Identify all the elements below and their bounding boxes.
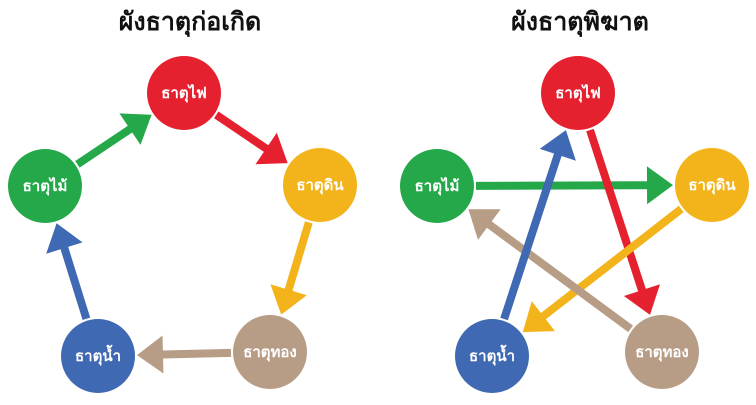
controlling-arrow-earth-to-water [522, 205, 684, 333]
generating-node-water-circle [61, 319, 135, 393]
generating-node-water-label: ธาตุน้ำ [75, 344, 121, 366]
generating-arrow-water-to-wood [46, 223, 91, 320]
generating-arrow-metal-to-water [137, 335, 232, 374]
generating-arrow-fire-to-earth [214, 111, 288, 165]
controlling-node-fire-label: ธาตุไฟ [555, 83, 600, 103]
generating-node-water: ธาตุน้ำ [61, 319, 135, 393]
controlling-node-metal-circle [625, 315, 699, 389]
controlling-node-metal-label: ธาตุทอง [635, 343, 689, 362]
generating-node-wood: ธาตุไม้ [8, 149, 82, 223]
generating-node-earth: ธาตุดิน [283, 148, 357, 222]
controlling-node-wood-circle [400, 149, 474, 223]
generating-arrow-wood-to-fire [75, 113, 152, 168]
controlling-node-metal: ธาตุทอง [625, 315, 699, 389]
generating-cycle-title: ผังธาตุก่อเกิด [118, 7, 262, 36]
generating-node-metal-label: ธาตุทอง [243, 343, 297, 362]
controlling-node-fire-circle [541, 56, 615, 130]
controlling-arrow-fire-to-metal [586, 128, 660, 315]
controlling-node-fire: ธาตุไฟ [541, 56, 615, 130]
controlling-cycle-title: ผังธาตุพิฆาต [511, 7, 649, 36]
generating-node-metal-circle [233, 315, 307, 389]
controlling-node-wood-label: ธาตุไม้ [415, 176, 460, 196]
generating-node-earth-circle [283, 148, 357, 222]
controlling-node-water-circle [455, 319, 529, 393]
generating-node-metal: ธาตุทอง [233, 315, 307, 389]
controlling-node-earth-label: ธาตุดิน [688, 176, 736, 195]
controlling-arrow-wood-to-earth [476, 166, 673, 205]
generating-arrow-earth-to-metal [270, 221, 313, 315]
controlling-arrow-water-to-fire [500, 130, 576, 321]
generating-node-wood-circle [8, 149, 82, 223]
controlling-node-wood: ธาตุไม้ [400, 149, 474, 223]
controlling-node-water-label: ธาตุน้ำ [469, 344, 515, 366]
controlling-arrow-metal-to-wood [468, 209, 633, 333]
generating-node-fire-label: ธาตุไฟ [161, 83, 206, 103]
generating-node-wood-label: ธาตุไม้ [23, 176, 68, 196]
controlling-node-earth: ธาตุดิน [675, 148, 749, 222]
generating-node-earth-label: ธาตุดิน [296, 176, 344, 195]
generating-node-fire: ธาตุไฟ [147, 56, 221, 130]
controlling-node-water: ธาตุน้ำ [455, 319, 529, 393]
controlling-node-earth-circle [675, 148, 749, 222]
generating-node-fire-circle [147, 56, 221, 130]
